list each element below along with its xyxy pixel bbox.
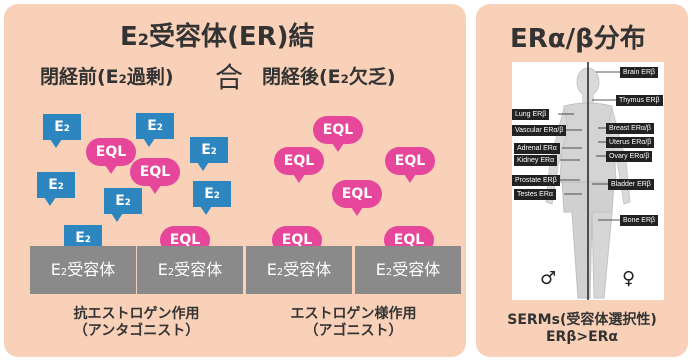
agonist-caption: エストロゲン様作用 （アゴニスト） bbox=[290, 306, 417, 339]
eql-bubble: EQL bbox=[332, 180, 382, 216]
left-panel bbox=[4, 4, 466, 357]
body-label-bladder: Bladder ERβ bbox=[608, 179, 654, 190]
postmenopause-label: 閉経後(E2欠乏) bbox=[262, 66, 396, 88]
eql-bubble: EQL bbox=[274, 147, 324, 183]
receptor-block: E2受容体 bbox=[137, 246, 243, 294]
left-title: E2受容体(ER)結 bbox=[120, 22, 315, 52]
body-label-breast: Breast ERα/β bbox=[606, 123, 654, 134]
body-distribution-figure: Brain ERβ Thymus ERβ Lung ERβ Vascular E… bbox=[512, 62, 664, 300]
e2-bubble: E2 bbox=[104, 188, 142, 222]
body-label-uterus: Uterus ERα/β bbox=[606, 137, 655, 148]
premenopause-label: 閉経前(E2過剰) bbox=[40, 66, 174, 88]
serms-caption: SERMs(受容体選択性) ERβ>ERα bbox=[507, 312, 657, 345]
receptor-block: E2受容体 bbox=[30, 246, 136, 294]
body-label-adrenal: Adrenal ERα bbox=[514, 143, 560, 154]
e2-bubble: E2 bbox=[193, 181, 231, 215]
male-symbol: ♂ bbox=[540, 268, 557, 289]
body-label-lung: Lung ERβ bbox=[512, 109, 550, 120]
body-label-bone: Bone ERβ bbox=[620, 215, 659, 226]
body-label-testes: Testes ERα bbox=[514, 189, 556, 200]
eql-bubble: EQL bbox=[313, 116, 363, 152]
distribution-title: ERα/β分布 bbox=[510, 24, 646, 54]
eql-bubble: EQL bbox=[86, 138, 136, 174]
body-label-prostate: Prostate ERβ bbox=[512, 175, 560, 186]
receptor-block: E2受容体 bbox=[355, 246, 461, 294]
e2-bubble: E2 bbox=[43, 114, 81, 148]
body-label-thymus: Thymus ERβ bbox=[616, 95, 663, 106]
e2-bubble: E2 bbox=[136, 113, 174, 147]
versus-symbol: 合 bbox=[215, 61, 244, 94]
female-symbol: ♀ bbox=[622, 268, 636, 289]
antagonist-caption: 抗エストロゲン作用 （アンタゴニスト） bbox=[73, 306, 200, 339]
e2-bubble: E2 bbox=[190, 137, 228, 171]
body-label-kidney: Kidney ERα bbox=[514, 155, 558, 166]
body-label-vascular: Vascular ERα/β bbox=[512, 125, 567, 136]
body-label-brain: Brain ERβ bbox=[620, 67, 659, 78]
e2-bubble: E2 bbox=[37, 172, 75, 206]
body-label-ovary: Ovary ERα/β bbox=[606, 151, 653, 162]
eql-bubble: EQL bbox=[130, 158, 180, 194]
eql-bubble: EQL bbox=[385, 147, 435, 183]
receptor-block: E2受容体 bbox=[246, 246, 352, 294]
